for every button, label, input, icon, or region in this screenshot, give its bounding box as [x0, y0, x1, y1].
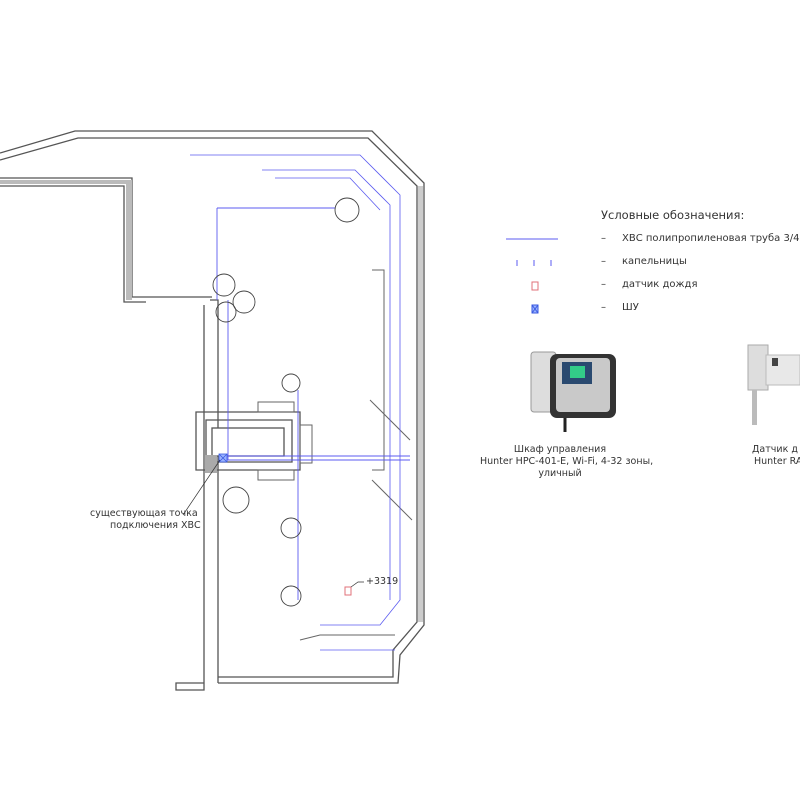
- controller-image: [530, 351, 616, 432]
- leader-line: [182, 459, 221, 516]
- legend-dash: –: [601, 256, 606, 267]
- wall-fill: [0, 180, 126, 184]
- legend-drippers-icon: [516, 260, 552, 266]
- legend-cabinet-icon: [531, 304, 539, 314]
- elevation-mark: +3319: [366, 576, 399, 587]
- controller-caption: Шкаф управления Hunter HPC-401-E, Wi-Fi,…: [480, 444, 654, 480]
- legend-label-pipe: ХВС полипропиленовая труба 3/4": [622, 233, 800, 244]
- legend-dash: –: [601, 279, 606, 290]
- sprinklers: [212, 197, 360, 607]
- legend-title: Условные обозначения:: [601, 208, 745, 222]
- connection-label-line1: существующая точка: [90, 508, 198, 519]
- rain-sensor-caption: Датчик д Hunter RAI: [752, 444, 800, 468]
- walls: [0, 130, 425, 691]
- connection-point-icon: [218, 453, 228, 463]
- rain-sensor-image: [747, 344, 800, 425]
- legend-rain-sensor-icon: [531, 281, 539, 291]
- caption-line: уличный: [538, 468, 582, 479]
- caption-line: Шкаф управления: [513, 444, 607, 455]
- dripper-lines: [190, 154, 401, 651]
- legend-dash: –: [601, 302, 606, 313]
- wall-fill: [205, 455, 217, 473]
- connection-label-line2: подключения ХВС: [110, 520, 201, 531]
- legend-dash: –: [601, 233, 606, 244]
- wall-fill: [418, 186, 423, 622]
- caption-line: Hunter RAI: [754, 456, 800, 467]
- caption-line: Датчик д: [752, 444, 798, 455]
- legend-label-cabinet: ШУ: [622, 302, 639, 313]
- legend-label-rain-sensor: датчик дождя: [622, 279, 698, 290]
- legend-label-drippers: капельницы: [622, 256, 687, 267]
- rain-sensor-icon: [344, 586, 352, 596]
- pipe-network: [216, 207, 410, 600]
- wall-fill: [126, 180, 132, 300]
- caption-line: Hunter HPC-401-E, Wi-Fi, 4-32 зоны,: [480, 456, 654, 467]
